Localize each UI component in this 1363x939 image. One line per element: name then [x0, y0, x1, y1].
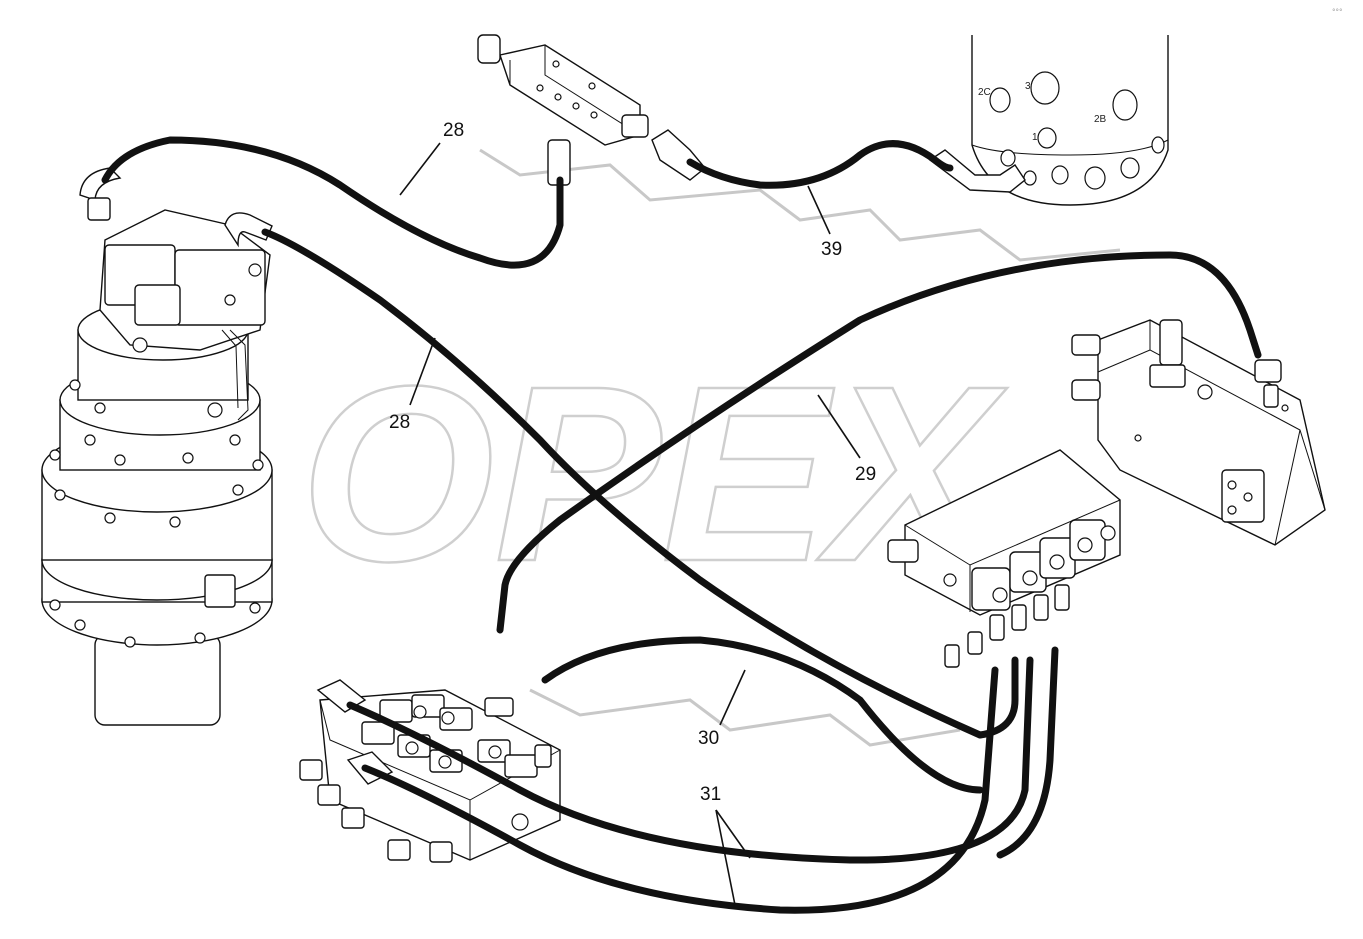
hose-31-b — [976, 656, 1019, 739]
hose-31-c — [996, 646, 1059, 859]
solenoid-valve-bank — [887, 449, 1121, 668]
top-valve-block — [477, 34, 706, 186]
callout-29: 29 — [855, 464, 876, 485]
hose-39 — [686, 140, 954, 189]
hose-31-outer — [361, 666, 999, 914]
leader-lines — [399, 142, 861, 906]
hose-28-upper — [101, 136, 564, 269]
callouts: 28 28 29 30 31 39 — [389, 120, 876, 805]
right-control-block — [1071, 319, 1326, 546]
port-label-2c: 2C — [978, 87, 991, 98]
port-label-3: 3 — [1025, 81, 1031, 92]
port-label-2b: 2B — [1094, 114, 1107, 125]
callout-39: 39 — [821, 239, 842, 260]
hose-28-lower — [261, 228, 984, 739]
corner-mark: °°° — [1332, 8, 1343, 16]
watermark-text: OPEX — [300, 334, 1008, 613]
hose-31-inner — [346, 656, 1034, 864]
port-label-1: 1 — [1032, 132, 1038, 143]
hose-29 — [496, 251, 1262, 634]
callout-28-upper: 28 — [443, 120, 464, 141]
watermark: OPEX — [299, 148, 1121, 747]
callout-30: 30 — [698, 728, 719, 749]
main-control-valve — [299, 679, 561, 863]
swivel-joint: 2C 3 2B 1 — [928, 35, 1169, 206]
callout-28-lower: 28 — [389, 412, 410, 433]
callout-31: 31 — [700, 784, 721, 805]
hoses — [101, 136, 1262, 914]
swing-motor-gearbox — [41, 167, 273, 726]
hose-30 — [541, 636, 984, 794]
